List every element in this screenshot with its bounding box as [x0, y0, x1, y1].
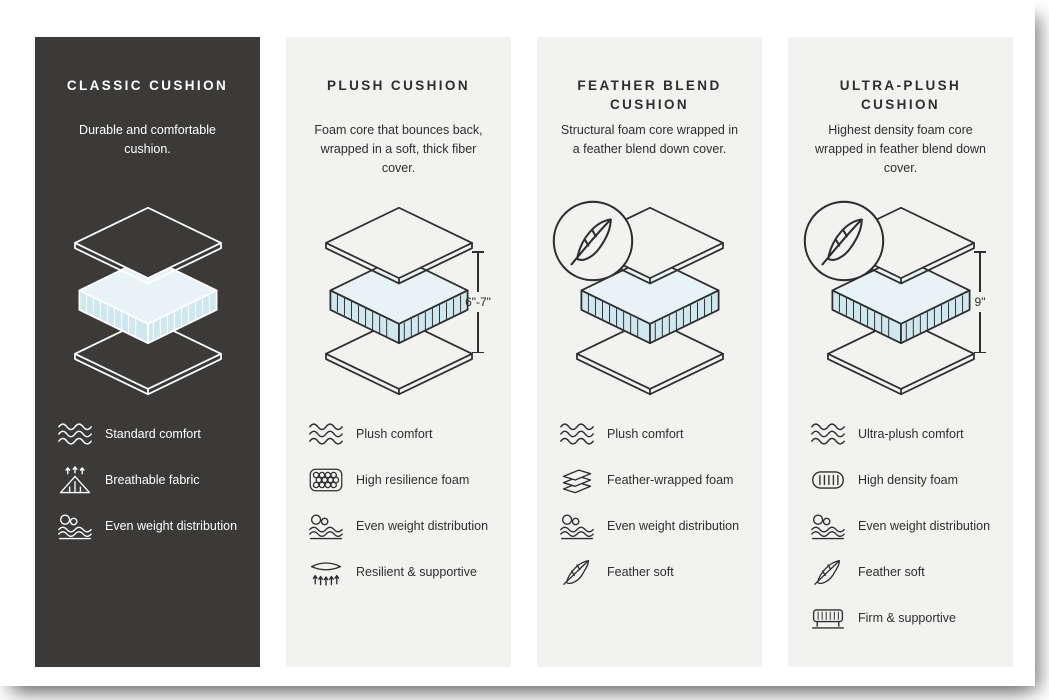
card-title: ULTRA-PLUSH CUSHION — [839, 78, 962, 112]
feature-label: Standard comfort — [105, 426, 201, 441]
feature-label: Breathable fabric — [105, 472, 200, 487]
feature-label: Firm & supportive — [858, 610, 956, 625]
density-foam-icon — [808, 464, 848, 496]
feature-label: Even weight distribution — [105, 518, 238, 533]
feature-list: Plush comfort High resilience foam Even … — [302, 417, 495, 589]
feature-label: High resilience foam — [356, 472, 470, 487]
card-title: FEATHER BLEND CUSHION — [577, 78, 722, 112]
feature-row: Resilient & supportive — [306, 555, 495, 589]
feature-row: Firm & supportive — [808, 601, 997, 635]
measure-line — [979, 252, 981, 292]
feature-label: Even weight distribution — [858, 518, 991, 533]
feature-row: Even weight distribution — [55, 509, 244, 543]
weight-distribution-icon — [808, 510, 848, 542]
measure-tick-bottom — [974, 351, 986, 353]
cushion-illustration: 6"-7" — [302, 187, 495, 415]
measure-line — [477, 252, 479, 292]
feature-row: Even weight distribution — [306, 509, 495, 543]
height-measure: 6"-7" — [463, 251, 493, 353]
cushion-illustration — [51, 187, 244, 415]
feature-label: Plush comfort — [607, 426, 684, 441]
feature-label: Feather-wrapped foam — [607, 472, 734, 487]
feature-label: Even weight distribution — [607, 518, 740, 533]
weight-distribution-icon — [557, 510, 597, 542]
card-feather-blend-cushion: FEATHER BLEND CUSHION Structural foam co… — [537, 37, 762, 667]
firm-supportive-icon — [808, 602, 848, 634]
measure-tick-top — [472, 251, 484, 253]
feature-row: Feather soft — [557, 555, 746, 589]
comfort-waves-icon — [808, 418, 848, 450]
feature-list: Standard comfort Breathable fabric Even … — [51, 417, 244, 543]
card-description: Structural foam core wrapped in a feathe… — [560, 123, 739, 156]
card-description: Durable and comfortable cushion. — [79, 123, 216, 156]
infographic-page: CLASSIC CUSHION Durable and comfortable … — [35, 37, 1013, 667]
height-measure: 9" — [965, 251, 995, 353]
card-classic-cushion: CLASSIC CUSHION Durable and comfortable … — [35, 37, 260, 667]
feature-label: Feather soft — [607, 564, 674, 579]
foam-cells-icon — [306, 464, 346, 496]
measure-tick-bottom — [472, 351, 484, 353]
feature-list: Plush comfort Feather-wrapped foam Even … — [553, 417, 746, 589]
cushion-illustration — [553, 187, 746, 415]
feather-badge-icon — [802, 199, 886, 283]
feature-label: Feather soft — [858, 564, 925, 579]
measure-line — [979, 312, 981, 352]
card-description: Highest density foam core wrapped in fea… — [815, 123, 986, 175]
springs-icon — [306, 556, 346, 588]
card-title: CLASSIC CUSHION — [66, 78, 229, 93]
weight-distribution-icon — [306, 510, 346, 542]
feather-wrapped-foam-icon — [557, 464, 597, 496]
comfort-waves-icon — [55, 418, 95, 450]
cushion-layers-icon — [60, 206, 236, 396]
weight-distribution-icon — [55, 510, 95, 542]
card-plush-cushion: PLUSH CUSHION Foam core that bounces bac… — [286, 37, 511, 667]
measure-tick-top — [974, 251, 986, 253]
comfort-waves-icon — [557, 418, 597, 450]
cushion-illustration: 9" — [804, 187, 997, 415]
feature-row: High density foam — [808, 463, 997, 497]
card-title: PLUSH CUSHION — [327, 78, 470, 93]
feature-row: Feather soft — [808, 555, 997, 589]
feature-row: Plush comfort — [306, 417, 495, 451]
feature-row: High resilience foam — [306, 463, 495, 497]
feature-label: Resilient & supportive — [356, 564, 477, 579]
feature-row: Standard comfort — [55, 417, 244, 451]
feature-list: Ultra-plush comfort High density foam Ev… — [804, 417, 997, 635]
height-label: 6"-7" — [465, 295, 491, 309]
cushion-layers-icon — [311, 206, 487, 396]
card-description: Foam core that bounces back, wrapped in … — [314, 123, 483, 175]
feature-row: Plush comfort — [557, 417, 746, 451]
feature-label: Even weight distribution — [356, 518, 489, 533]
feature-label: Ultra-plush comfort — [858, 426, 964, 441]
feature-row: Even weight distribution — [557, 509, 746, 543]
height-label: 9" — [974, 295, 986, 309]
feature-row: Even weight distribution — [808, 509, 997, 543]
comfort-waves-icon — [306, 418, 346, 450]
cushion-cards: CLASSIC CUSHION Durable and comfortable … — [35, 37, 1013, 667]
card-ultra-plush-cushion: ULTRA-PLUSH CUSHION Highest density foam… — [788, 37, 1013, 667]
feature-label: High density foam — [858, 472, 959, 487]
measure-line — [477, 312, 479, 352]
feather-icon — [808, 556, 848, 588]
feature-label: Plush comfort — [356, 426, 433, 441]
feature-row: Feather-wrapped foam — [557, 463, 746, 497]
feature-row: Breathable fabric — [55, 463, 244, 497]
feather-icon — [557, 556, 597, 588]
feather-badge-icon — [551, 199, 635, 283]
breathable-fabric-icon — [55, 464, 95, 496]
feature-row: Ultra-plush comfort — [808, 417, 997, 451]
